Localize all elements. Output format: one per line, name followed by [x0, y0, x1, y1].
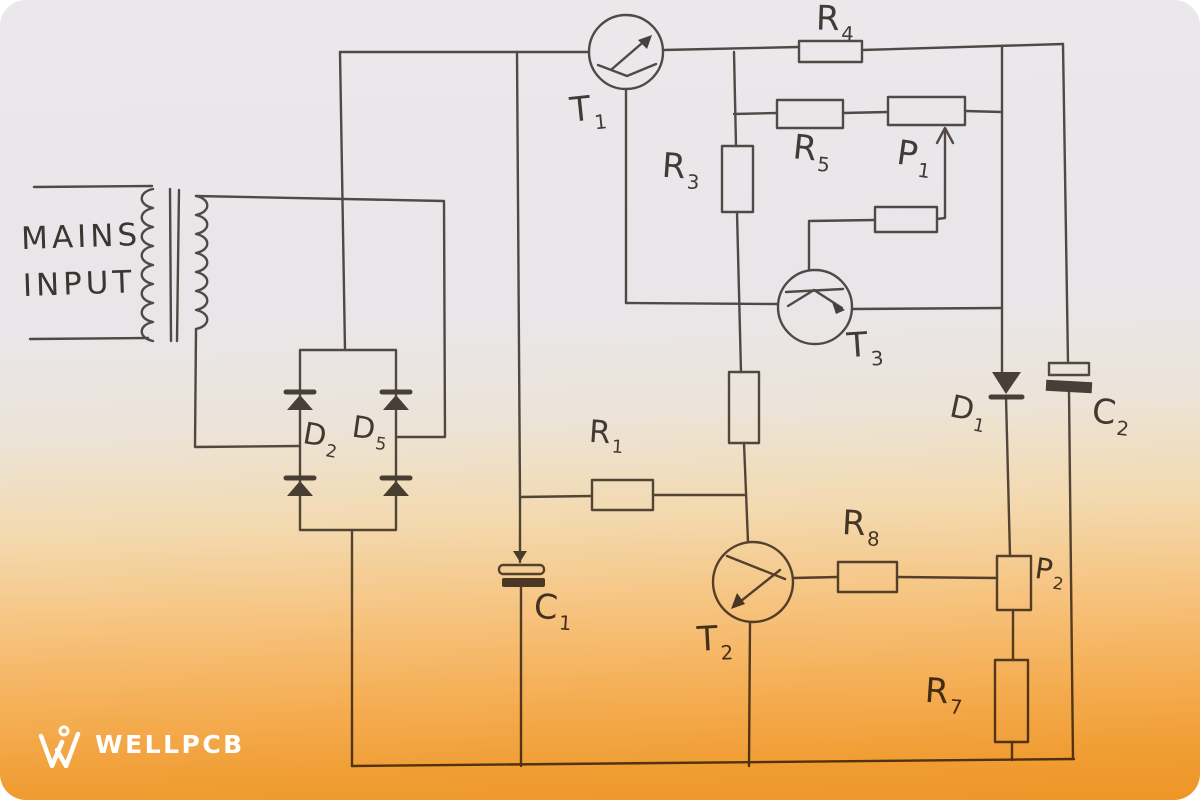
- t3-emitter-lead: [852, 308, 1002, 309]
- wire-mid-right-rail: [1002, 46, 1010, 556]
- mains-input-leads: [30, 186, 152, 339]
- label-d1: D1: [946, 388, 988, 438]
- resistor-unlabeled-horizontal-body: [875, 207, 937, 232]
- resistor-r1-body: [592, 480, 653, 510]
- diode-d1-symbol: [991, 372, 1022, 397]
- potentiometer-p2-body: [997, 556, 1031, 610]
- capacitor-c1-symbol: [499, 497, 545, 766]
- label-p1: P1: [894, 132, 933, 184]
- resistor-r7-body: [995, 660, 1028, 742]
- label-c1: C1: [532, 586, 574, 636]
- resistor-r8-body: [838, 562, 897, 592]
- wire-bottom-rail: [352, 530, 1074, 766]
- resistor-r3-body: [722, 146, 753, 212]
- label-r4: R4: [815, 0, 856, 46]
- wire-r3-r5-branch: [734, 52, 1002, 146]
- wire-t1-to-t3-base: [626, 303, 778, 304]
- bridge-diode-right-bottom: [382, 478, 410, 496]
- label-t1: T1: [568, 88, 610, 135]
- wellpcb-logo-text: WELLPCB: [95, 729, 245, 759]
- wire-secondary-to-bridge: [195, 196, 445, 447]
- wire-top-rail: [340, 44, 1063, 350]
- bridge-diode-left-top: [286, 392, 314, 410]
- label-r3: R3: [660, 145, 702, 195]
- transistor-t1-symbol: [589, 15, 663, 303]
- label-p2: P2: [1032, 551, 1066, 595]
- wire-to-t2-collector: [744, 443, 748, 542]
- wire-right-rail: [1063, 44, 1073, 759]
- bridge-rectifier: [286, 350, 410, 530]
- bridge-outline: [300, 350, 396, 530]
- bridge-diode-left-bottom: [286, 478, 314, 496]
- label-r1: R1: [587, 413, 625, 459]
- resistor-r5-body: [777, 100, 843, 128]
- label-r7: R7: [923, 670, 965, 720]
- wellpcb-watermark: WELLPCB: [33, 720, 245, 768]
- label-t3: T3: [845, 324, 886, 371]
- wellpcb-logo-icon: [38, 725, 81, 768]
- transistor-t3-symbol: [778, 270, 1002, 344]
- transistor-t2-symbol: [713, 542, 838, 766]
- wire-wiper-to-t3: [809, 220, 875, 270]
- potentiometer-p1-body: [888, 97, 965, 125]
- label-d5: D5: [349, 409, 389, 456]
- resistor-r4-body: [799, 41, 862, 62]
- label-c2: C2: [1090, 391, 1132, 441]
- label-t2: T2: [695, 618, 735, 665]
- mains-line2: INPUT: [22, 264, 137, 305]
- capacitor-c2-symbol: [1045, 363, 1093, 394]
- wire-r8-to-p2: [897, 577, 997, 578]
- p1-wiper-arrow: [937, 128, 953, 219]
- label-mains-input: MAINS INPUT: [20, 212, 143, 310]
- t2-base-lead: [793, 577, 838, 578]
- bridge-diode-right-top: [382, 392, 410, 410]
- wire-r1-left: [520, 496, 592, 497]
- primary-coil: [142, 189, 153, 341]
- t2-emitter-lead: [749, 622, 750, 766]
- transformer-core: [170, 189, 179, 341]
- transformer: [142, 189, 208, 341]
- label-r5: R5: [791, 127, 832, 177]
- resistor-unlabeled-vertical-body: [729, 372, 759, 443]
- wire-r3-down: [737, 212, 741, 372]
- mains-line1: MAINS: [20, 216, 142, 258]
- label-d2: D2: [300, 416, 340, 463]
- wire-top-to-r1: [517, 52, 520, 497]
- secondary-coil: [196, 196, 207, 329]
- label-r8: R8: [840, 503, 882, 551]
